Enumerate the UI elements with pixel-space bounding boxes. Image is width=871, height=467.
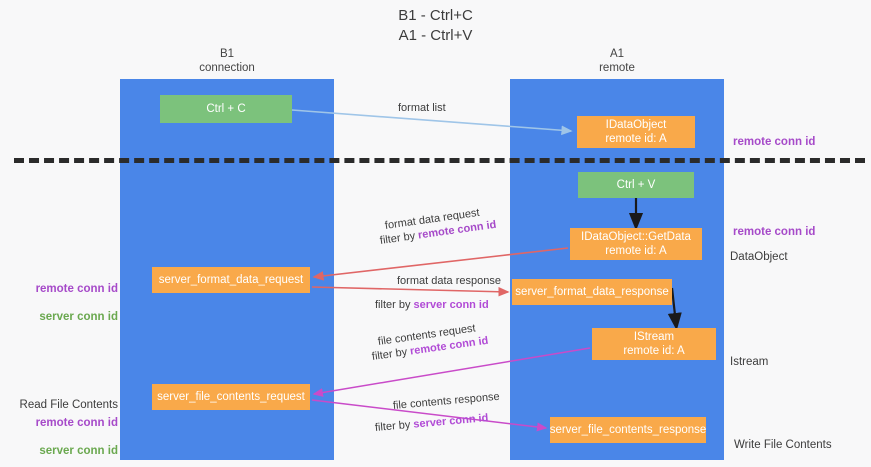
annotation-server-conn-id: server conn id [39, 311, 118, 323]
annotation-text: Write File Contents [734, 439, 832, 451]
filter-key-server-conn-id: server conn id [413, 299, 489, 311]
filter-prefix: filter by [375, 299, 414, 311]
node-ctrl-c[interactable]: Ctrl + C [160, 95, 292, 123]
edge-label-file-contents-response-filter: filter by server conn id [374, 411, 489, 435]
lane-header-a1: A1 remote [599, 48, 635, 74]
annotation-conn-ids-lower: remote conn id server conn id [20, 402, 118, 458]
annotation-dataobject: DataObject [730, 236, 788, 264]
filter-prefix: filter by [374, 418, 414, 434]
annotation-remote-conn-id: remote conn id [35, 417, 118, 429]
edge-label-format-data-response-filter: filter by server conn id [375, 298, 489, 312]
node-ctrl-v[interactable]: Ctrl + V [578, 172, 694, 198]
phase-divider [14, 158, 865, 163]
annotation-text: remote conn id [733, 136, 816, 148]
annotation-text: remote conn id [733, 226, 816, 238]
annotation-conn-ids-upper: remote conn id server conn id [20, 268, 118, 324]
node-istream[interactable]: IStream remote id: A [592, 328, 716, 360]
annotation-text: Istream [730, 356, 769, 368]
filter-key-server-conn-id: server conn id [412, 412, 489, 431]
node-idataobject-getdata[interactable]: IDataObject::GetData remote id: A [570, 228, 702, 260]
annotation-text: Read File Contents [19, 399, 118, 411]
annotation-remote-conn-id-mid: remote conn id [733, 211, 815, 239]
page-title: B1 - Ctrl+C A1 - Ctrl+V [398, 7, 473, 44]
node-server-file-contents-response[interactable]: server_file_contents_response [550, 417, 706, 443]
annotation-text: DataObject [730, 251, 788, 263]
annotation-write-file-contents: Write File Contents [734, 424, 832, 452]
filter-prefix: filter by [379, 229, 419, 247]
annotation-remote-conn-id: remote conn id [35, 283, 118, 295]
annotation-read-file-contents: Read File Contents [14, 384, 118, 412]
node-server-file-contents-request[interactable]: server_file_contents_request [152, 384, 310, 410]
lane-header-b1: B1 connection [199, 48, 255, 74]
edge-label-format-data-response: format data response [397, 275, 501, 287]
annotation-istream: Istream [730, 341, 768, 369]
annotation-remote-conn-id-top: remote conn id [733, 121, 815, 149]
edge-label-format-list: format list [398, 102, 446, 114]
node-server-format-data-request[interactable]: server_format_data_request [152, 267, 310, 293]
edge-label-file-contents-response: file contents response [392, 390, 501, 412]
annotation-server-conn-id: server conn id [39, 445, 118, 457]
node-idataobject[interactable]: IDataObject remote id: A [577, 116, 695, 148]
filter-prefix: filter by [371, 345, 411, 363]
node-server-format-data-response[interactable]: server_format_data_response [512, 279, 672, 305]
